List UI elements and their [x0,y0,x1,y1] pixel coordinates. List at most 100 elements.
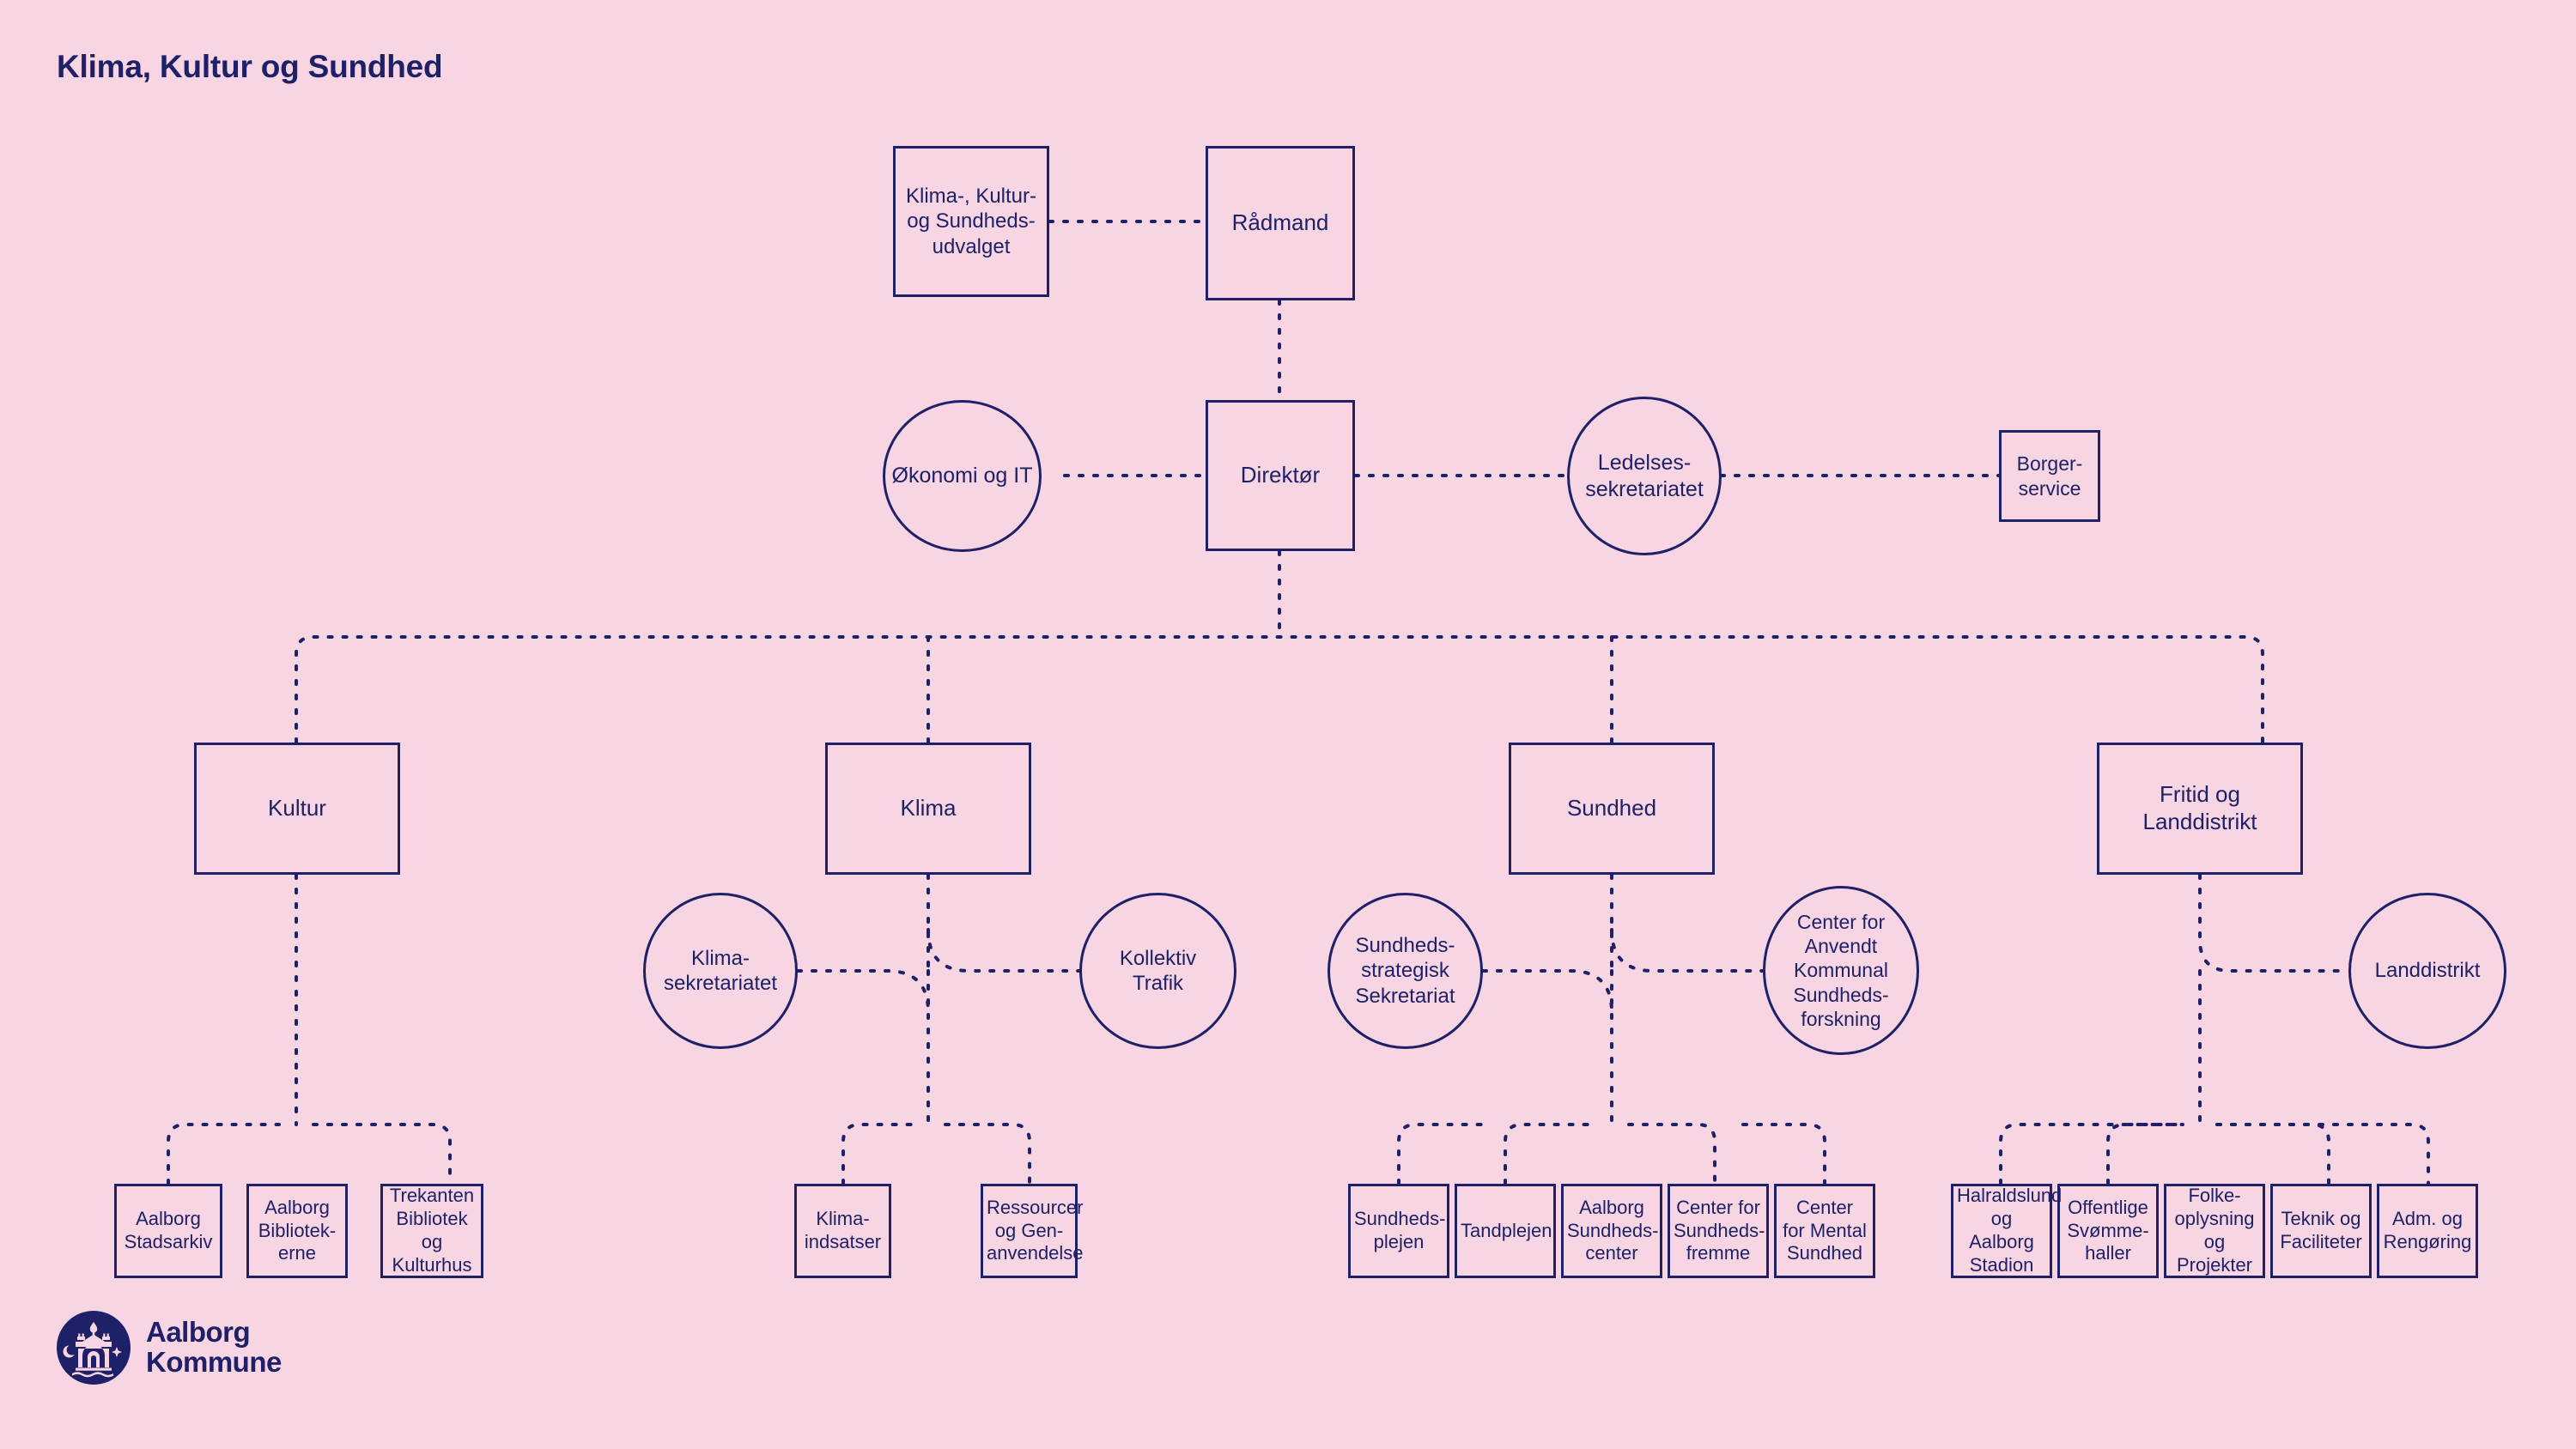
node-okonomi-og-it[interactable]: Økonomi og IT [883,400,1042,552]
node-tandplejen[interactable]: Tandplejen [1455,1184,1556,1278]
node-label-line: Kollektiv [1119,946,1197,970]
node-label-line: fremme [1686,1242,1751,1264]
node-landdistrikt[interactable]: Landdistrikt [2348,893,2506,1049]
node-ressourcer-og-genanvendelse[interactable]: Ressourcer og Gen- anvendelse [981,1184,1084,1278]
node-center-for-mental-sundhed[interactable]: Center for Mental Sundhed [1774,1184,1875,1278]
node-label-line: og Aalborg [1969,1208,2034,1252]
node-label-line: Stadion [1969,1253,2034,1276]
edge-fritid-adm [2215,1123,2430,1185]
node-sundhed[interactable]: Sundhed [1509,743,1715,875]
node-label-line: service [2018,476,2081,500]
node-label-line: Sundheds- [1354,1208,1446,1230]
node-radmand[interactable]: Rådmand [1206,146,1355,300]
node-klimasekretariatet[interactable]: Klima- sekretariatet [643,893,798,1049]
node-label: Rådmand [1231,209,1329,236]
node-label-line: Center for [1796,911,1886,934]
edge-main-bus [295,635,2264,744]
node-label-line: indsatser [804,1231,882,1252]
node-label-line: Trekanten [389,1185,475,1207]
node-label-line: Kulturhus [392,1253,472,1276]
node-klima[interactable]: Klima [825,743,1031,875]
node-label: Tandplejen [1461,1219,1552,1241]
node-label-line: Ledelses- [1597,451,1692,475]
node-fritid-og-landdistrikt[interactable]: Fritid og Landdistrikt [2097,743,2303,875]
node-label-line: Center [1795,1196,1854,1218]
node-kollektiv-trafik[interactable]: Kollektiv Trafik [1079,893,1236,1049]
node-label-line: anvendelse [987,1242,1084,1264]
node-label: Økonomi og IT [891,464,1033,488]
node-borgerservice[interactable]: Borger- service [1999,430,2100,522]
node-label-line: Sekretariat [1355,984,1455,1008]
node-haraldslund-og-aalborg-stadion[interactable]: Halraldslund og Aalborg Stadion [1951,1184,2062,1278]
edge-kultur-trekanten [312,1123,452,1185]
edge-sundhed-sundsek [1481,969,1613,1014]
logo-line-kommune: Kommune [146,1346,282,1378]
node-aalborg-sundhedscenter[interactable]: Aalborg Sundheds- center [1561,1184,1662,1278]
edge-klima-kollektiv [927,928,1081,973]
node-label-line: Sundheds- [1674,1219,1765,1241]
edge-kultur-stadsarkiv [167,1123,281,1185]
node-label-line: Sundheds- [1793,983,1889,1006]
node-label-line: Trafik [1132,972,1184,995]
edge-fritid-haraldslund [1999,1123,2184,1185]
node-label-line: Klima- [816,1208,870,1230]
edge-fritid-teknik [2215,1123,2330,1185]
node-ledelsessekretariatet[interactable]: Ledelses- sekretariatet [1567,397,1722,555]
node-klima-kultur-sundhedsudvalget[interactable]: Klima-, Kultur- og Sundheds- udvalget [893,146,1049,297]
node-offentlige-svommehaller[interactable]: Offentlige Svømme- haller [2057,1184,2159,1278]
node-label: Direktør [1240,462,1321,488]
node-label-line: for Mental [1783,1219,1867,1241]
node-klima-indsatser[interactable]: Klima- indsatser [794,1184,891,1278]
edge-fritid-landdist [2198,873,2350,973]
node-direktor[interactable]: Direktør [1206,400,1355,551]
node-label: Landdistrikt [2374,959,2481,983]
node-label-line: Kommunal [1794,959,1888,982]
node-kultur[interactable]: Kultur [194,743,400,875]
node-center-for-sundhedsfremme[interactable]: Center for Sundheds- fremme [1668,1184,1769,1278]
node-label: Klima [900,795,957,822]
node-teknik-og-faciliteter[interactable]: Teknik og Faciliteter [2270,1184,2372,1278]
node-label-line: Rengøring [2383,1231,2472,1252]
node-label-line: Sundheds- [1355,934,1455,958]
node-folkeoplysning-og-projekter[interactable]: Folke- oplysning og Projekter [2164,1184,2265,1278]
aalborg-castle-crest-icon [57,1311,131,1385]
node-label-line: og Projekter [2176,1231,2253,1276]
node-label-line: Sundheds- [1567,1219,1659,1241]
node-label-line: Halraldslund [1957,1185,2063,1207]
node-sundhedsstrategisk-sekretariat[interactable]: Sundheds- strategisk Sekretariat [1327,893,1483,1049]
node-label-line: Klima-, Kultur- [905,185,1037,209]
node-aalborg-stadsarkiv[interactable]: Aalborg Stadsarkiv [114,1184,222,1278]
edge-sundhed-sundfremme [1741,1123,1826,1185]
edge-klima-klimaind [841,1123,913,1185]
node-label-line: Anvendt [1804,935,1878,958]
node-label-line: Offentlige [2068,1196,2148,1218]
node-adm-og-rengoring[interactable]: Adm. og Rengøring [2377,1184,2478,1278]
node-label: Sundhed [1566,795,1657,822]
node-trekanten-bibliotek-og-kulturhus[interactable]: Trekanten Bibliotek og Kulturhus [380,1184,483,1278]
node-label-line: Ressourcer [987,1196,1084,1218]
node-label-line: erne [277,1242,317,1264]
node-label-line: haller [2085,1242,2131,1264]
node-label-line: sekretariatet [1585,476,1704,501]
node-aalborg-bibliotekerne[interactable]: Aalborg Bibliotek- erne [246,1184,348,1278]
edge-sundhed-sundplejen [1397,1123,1493,1185]
node-label-line: Aalborg [264,1196,330,1218]
node-label-line: Svømme- [2067,1219,2149,1241]
node-label-line: sekretariatet [663,972,778,995]
node-label-line: Bibliotek og [396,1208,468,1252]
node-label-line: Stadsarkiv [124,1231,213,1252]
node-label-line: Folke- [2188,1185,2241,1207]
edge-klima-klimasek [796,969,930,1014]
node-label-line: Aalborg [1579,1196,1644,1218]
logo-line-aalborg: Aalborg [146,1316,251,1349]
node-label-line: oplysning [2174,1208,2255,1230]
node-label-line: Aalborg [136,1208,201,1230]
node-label-line: Borger- [2016,452,2083,476]
node-center-for-anvendt-kommunal-sundhedsforskning[interactable]: Center for Anvendt Kommunal Sundheds- fo… [1763,886,1919,1055]
node-label-line: Center for [1676,1196,1760,1218]
node-label: Kultur [268,795,326,822]
node-label-line: Sundhed [1786,1242,1863,1264]
node-sundhedsplejen[interactable]: Sundheds- plejen [1348,1184,1449,1278]
edge-sundhed-tandplejen [1504,1123,1596,1185]
